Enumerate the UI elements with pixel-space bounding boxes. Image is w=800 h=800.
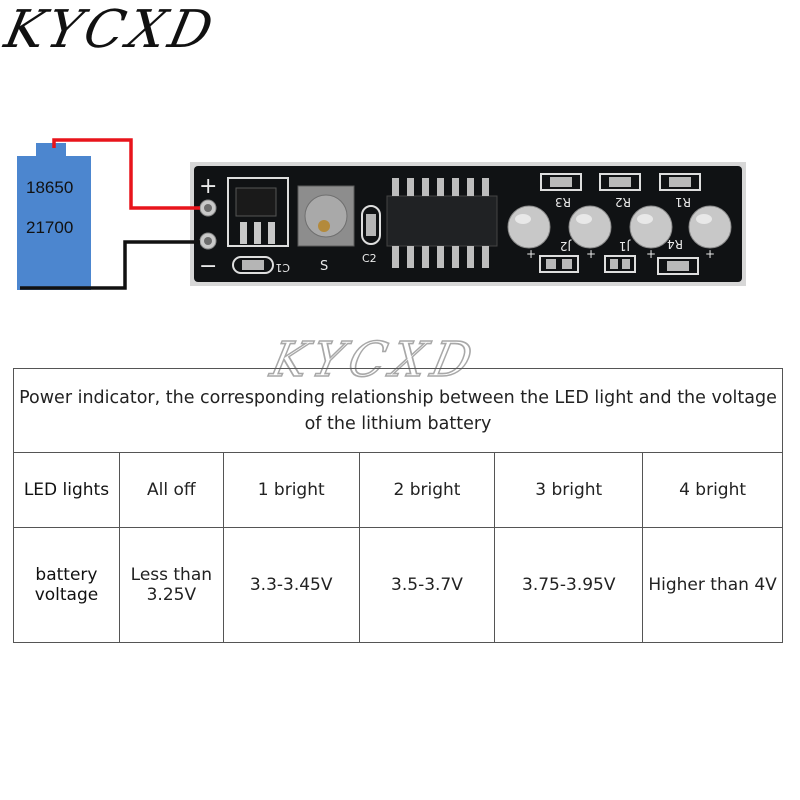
led3-plus: + bbox=[646, 247, 656, 261]
r1-label: R1 bbox=[675, 195, 691, 209]
battery-voltage-header: battery voltage bbox=[13, 527, 120, 643]
minus-terminal-mark: − bbox=[199, 254, 217, 279]
pcb-components: + − C1 S C2 bbox=[199, 173, 732, 279]
voltage-cell: Higher than 4V bbox=[642, 527, 783, 643]
power-indicator-table: Power indicator, the corresponding relat… bbox=[13, 368, 783, 643]
led1-plus: + bbox=[526, 247, 536, 261]
led-lights-header: LED lights bbox=[13, 452, 120, 528]
battery-cap bbox=[36, 143, 66, 159]
battery-label-21700: 21700 bbox=[26, 218, 74, 237]
table-row: LED lights All off 1 bright 2 bright 3 b… bbox=[13, 452, 783, 528]
r3-label: R3 bbox=[555, 195, 571, 209]
led-cell: 2 bright bbox=[358, 452, 496, 528]
battery-wires bbox=[20, 138, 200, 290]
c1-label: C1 bbox=[275, 261, 290, 274]
battery-label-18650: 18650 bbox=[26, 178, 74, 197]
led-cell: 1 bright bbox=[222, 452, 360, 528]
led-cell: 3 bright bbox=[494, 452, 644, 528]
r2-label: R2 bbox=[615, 195, 631, 209]
battery bbox=[17, 156, 91, 290]
c2-label: C2 bbox=[362, 252, 377, 265]
voltage-cell: 3.75-3.95V bbox=[494, 527, 644, 643]
voltage-cell: 3.3-3.45V bbox=[222, 527, 360, 643]
j1-label: J1 bbox=[619, 239, 631, 253]
voltage-cell: Less than 3.25V bbox=[118, 527, 224, 643]
table-row: battery voltage Less than 3.25V 3.3-3.45… bbox=[13, 527, 783, 643]
voltage-cell: 3.5-3.7V bbox=[358, 527, 496, 643]
led2-plus: + bbox=[586, 247, 596, 261]
table-title: Power indicator, the corresponding relat… bbox=[13, 368, 783, 453]
led-cell: All off bbox=[118, 452, 224, 528]
j2-label: J2 bbox=[560, 239, 572, 253]
r4-label: R4 bbox=[667, 237, 683, 251]
led4-plus: + bbox=[705, 247, 715, 261]
led-cell: 4 bright bbox=[642, 452, 783, 528]
plus-terminal-mark: + bbox=[199, 174, 217, 199]
switch-label: S bbox=[320, 259, 328, 274]
